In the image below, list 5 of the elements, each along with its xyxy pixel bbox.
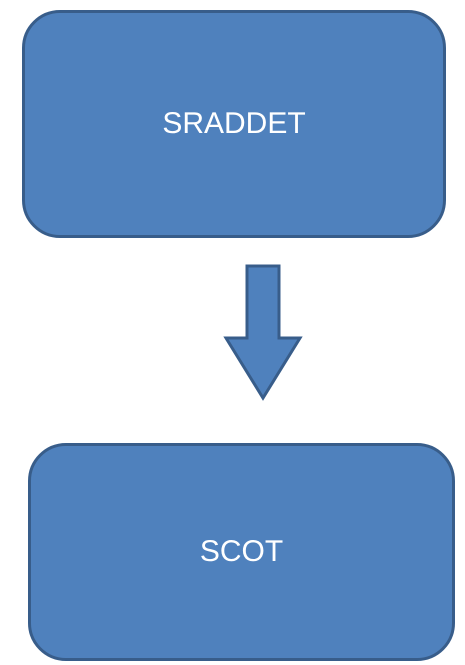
box-label: SRADDET xyxy=(162,107,306,141)
rounded-box xyxy=(28,443,455,661)
box-label: SCOT xyxy=(200,535,284,569)
block-arrow xyxy=(223,264,303,401)
rounded-box xyxy=(22,10,446,238)
